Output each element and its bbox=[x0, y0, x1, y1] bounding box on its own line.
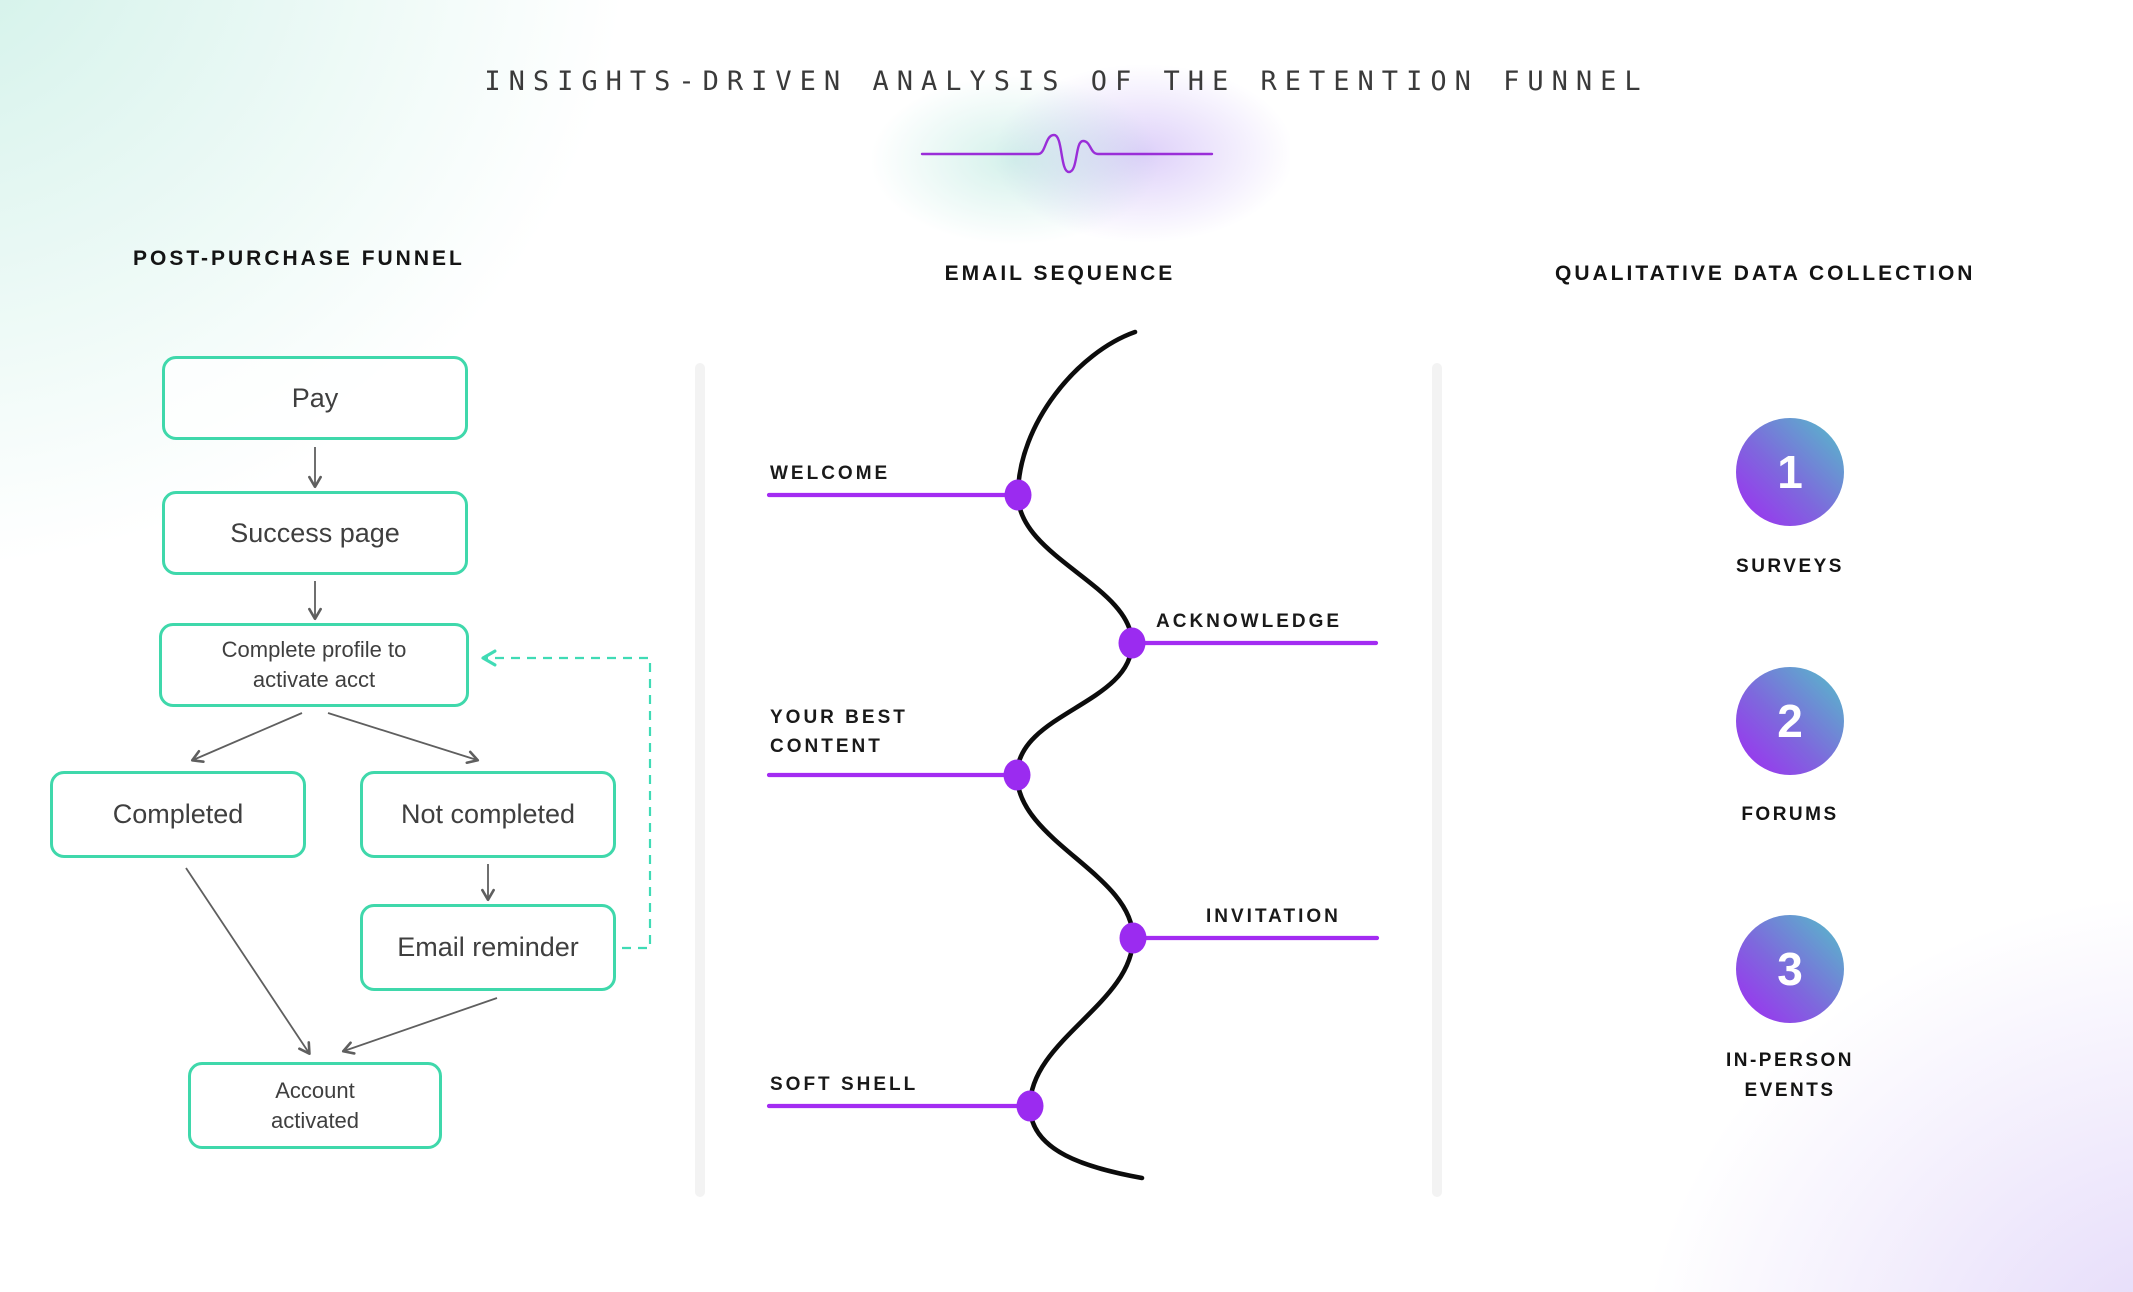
arrow-profile-to-completed bbox=[190, 712, 303, 763]
email-step-welcome: WELCOME bbox=[770, 463, 891, 484]
qualitative-item-1-number: 1 bbox=[1777, 446, 1803, 498]
right-column-divider bbox=[1432, 363, 1442, 1197]
arrow-completed-to-activated bbox=[185, 867, 311, 1055]
qualitative-item-1-label: SURVEYS bbox=[1736, 556, 1844, 577]
invitation-step-dot bbox=[1119, 922, 1147, 954]
qualitative-item-3-number: 3 bbox=[1777, 943, 1803, 995]
flow-node-not-completed: Not completed bbox=[360, 771, 616, 858]
pulse-squiggle-decoration bbox=[920, 133, 1214, 174]
email-step-acknowledge: ACKNOWLEDGE bbox=[1156, 611, 1343, 632]
email-step-your-best-content: YOUR BEST CONTENT bbox=[770, 707, 908, 758]
left-column-divider bbox=[695, 363, 705, 1197]
post-purchase-funnel-heading: POST-PURCHASE FUNNEL bbox=[133, 247, 465, 270]
welcome-step-dot bbox=[1004, 479, 1032, 511]
flow-node-completed: Completed bbox=[50, 771, 306, 858]
qualitative-item-3-badge: 3 bbox=[1736, 915, 1844, 1023]
soft-shell-step-dot bbox=[1016, 1090, 1044, 1122]
qualitative-item-1-badge: 1 bbox=[1736, 418, 1844, 526]
flow-node-pay: Pay bbox=[162, 356, 468, 440]
flow-node-email-reminder: Email reminder bbox=[360, 904, 616, 991]
qualitative-item-2-badge: 2 bbox=[1736, 667, 1844, 775]
qualitative-data-collection-heading: QUALITATIVE DATA COLLECTION bbox=[1555, 262, 1976, 285]
qualitative-item-2-label: FORUMS bbox=[1741, 804, 1839, 825]
arrow-profile-to-not-completed bbox=[327, 712, 480, 765]
qualitative-item-2-number: 2 bbox=[1777, 695, 1803, 747]
arrow-reminder-to-activated bbox=[341, 997, 498, 1055]
qualitative-item-3-label: IN-PERSON EVENTS bbox=[1725, 1050, 1855, 1102]
email-step-soft-shell: SOFT SHELL bbox=[770, 1074, 919, 1095]
your-best-content-step-dot bbox=[1003, 759, 1031, 791]
flow-node-complete-profile: Complete profile to activate acct bbox=[159, 623, 469, 707]
flow-node-success-page: Success page bbox=[162, 491, 468, 575]
feedback-loop-dashed-arrow bbox=[481, 649, 652, 950]
flow-node-account-activated: Account activated bbox=[188, 1062, 442, 1149]
email-sequence-heading: EMAIL SEQUENCE bbox=[944, 262, 1176, 285]
page-title: INSIGHTS-DRIVEN ANALYSIS OF THE RETENTIO… bbox=[484, 66, 1649, 97]
email-sequence-wave-curve bbox=[1014, 329, 1145, 1181]
acknowledge-step-dot bbox=[1118, 627, 1146, 659]
email-step-invitation: INVITATION bbox=[1206, 906, 1341, 927]
